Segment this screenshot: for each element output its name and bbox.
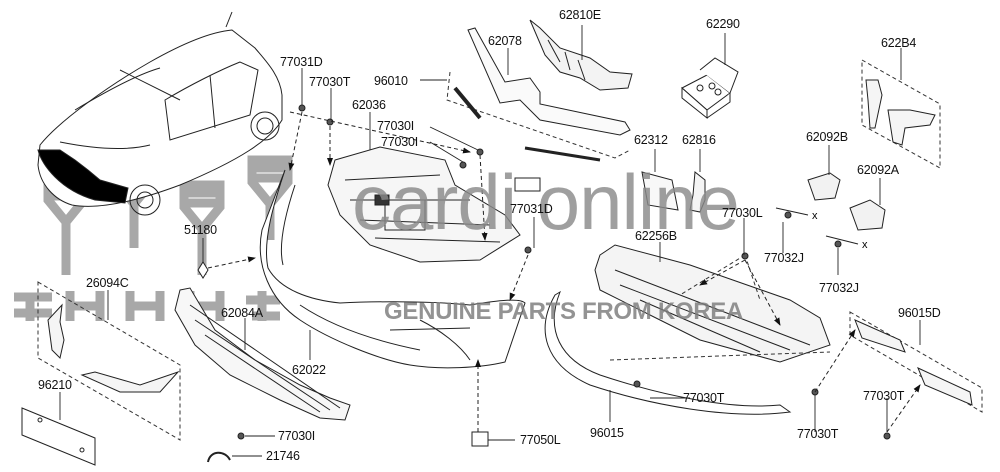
part-label-21746[interactable]: 21746 (266, 449, 300, 463)
part-label-77030T-top[interactable]: 77030T (309, 75, 351, 89)
part-label-96210[interactable]: 96210 (38, 378, 72, 392)
side-bracket-set-96015D (849, 311, 983, 413)
part-label-96015[interactable]: 96015 (590, 426, 624, 440)
part-label-77031D-top[interactable]: 77031D (280, 55, 323, 69)
vehicle-overview-illustration (37, 11, 283, 216)
fitting-kit-box-62290 (681, 57, 739, 120)
part-label-77030I-a[interactable]: 77030I (377, 119, 415, 133)
part-label-62256B[interactable]: 62256B (635, 229, 677, 243)
tow-hook-cap-77050L (471, 431, 489, 447)
license-bracket-96210 (21, 407, 96, 466)
x-mark-2: x (862, 239, 868, 251)
watermark-brand: cardi online (352, 158, 740, 246)
bracket-62092A (849, 199, 886, 231)
part-label-62036[interactable]: 62036 (352, 98, 386, 112)
part-label-77050L[interactable]: 77050L (520, 433, 561, 447)
lip-moulding-96015 (544, 290, 792, 415)
bumper-lower-support-62084A (174, 287, 351, 421)
part-label-77032J-b[interactable]: 77032J (819, 281, 859, 295)
part-label-77030I-b[interactable]: 77030I (381, 135, 419, 149)
part-label-62810E[interactable]: 62810E (559, 8, 601, 22)
bracket-62092B (807, 172, 841, 201)
bumper-back-beam-62036 (327, 146, 521, 263)
part-label-51180[interactable]: 51180 (184, 223, 217, 237)
part-label-77032J-a[interactable]: 77032J (764, 251, 804, 265)
part-label-77030L[interactable]: 77030L (722, 206, 763, 220)
emblem-51180 (197, 261, 209, 279)
fasteners (237, 104, 891, 440)
part-label-62816[interactable]: 62816 (682, 133, 716, 147)
watermark-tagline: GENUINE PARTS FROM KOREA (384, 298, 744, 325)
part-label-62092B[interactable]: 62092B (806, 130, 848, 144)
part-label-622B4[interactable]: 622B4 (881, 36, 917, 50)
part-label-62092A[interactable]: 62092A (857, 163, 899, 177)
lower-under-cover-62256B (594, 244, 831, 363)
part-label-77030T-bottom[interactable]: 77030T (797, 427, 839, 441)
sensor-trim-96010 (446, 71, 631, 192)
side-garnish-26094C (37, 281, 181, 441)
part-label-96015D[interactable]: 96015D (898, 306, 941, 320)
part-label-26094C[interactable]: 26094C (86, 276, 129, 290)
part-label-62022[interactable]: 62022 (292, 363, 326, 377)
shield-plate-62312 (641, 171, 679, 211)
grille-bracket-62810E (529, 19, 633, 91)
x-mark-1: x (812, 210, 818, 222)
part-label-62078[interactable]: 62078 (488, 34, 522, 48)
part-label-77030I-bottom[interactable]: 77030I (278, 429, 316, 443)
part-label-62312[interactable]: 62312 (634, 133, 668, 147)
bracket-62816 (689, 171, 706, 213)
part-label-96010[interactable]: 96010 (374, 74, 408, 88)
part-label-77031D-mid[interactable]: 77031D (510, 202, 553, 216)
side-bracket-622B4 (861, 59, 941, 169)
leader-lines (59, 25, 921, 457)
grille-moulding-62078 (467, 27, 631, 136)
part-label-77030T-under[interactable]: 77030T (683, 391, 725, 405)
assembly-arrows (207, 111, 921, 433)
part-label-62084A[interactable]: 62084A (221, 306, 263, 320)
hose-21746 (207, 451, 231, 463)
x-markers (775, 207, 859, 245)
part-label-77030T-right[interactable]: 77030T (863, 389, 905, 403)
part-label-62290[interactable]: 62290 (706, 17, 740, 31)
